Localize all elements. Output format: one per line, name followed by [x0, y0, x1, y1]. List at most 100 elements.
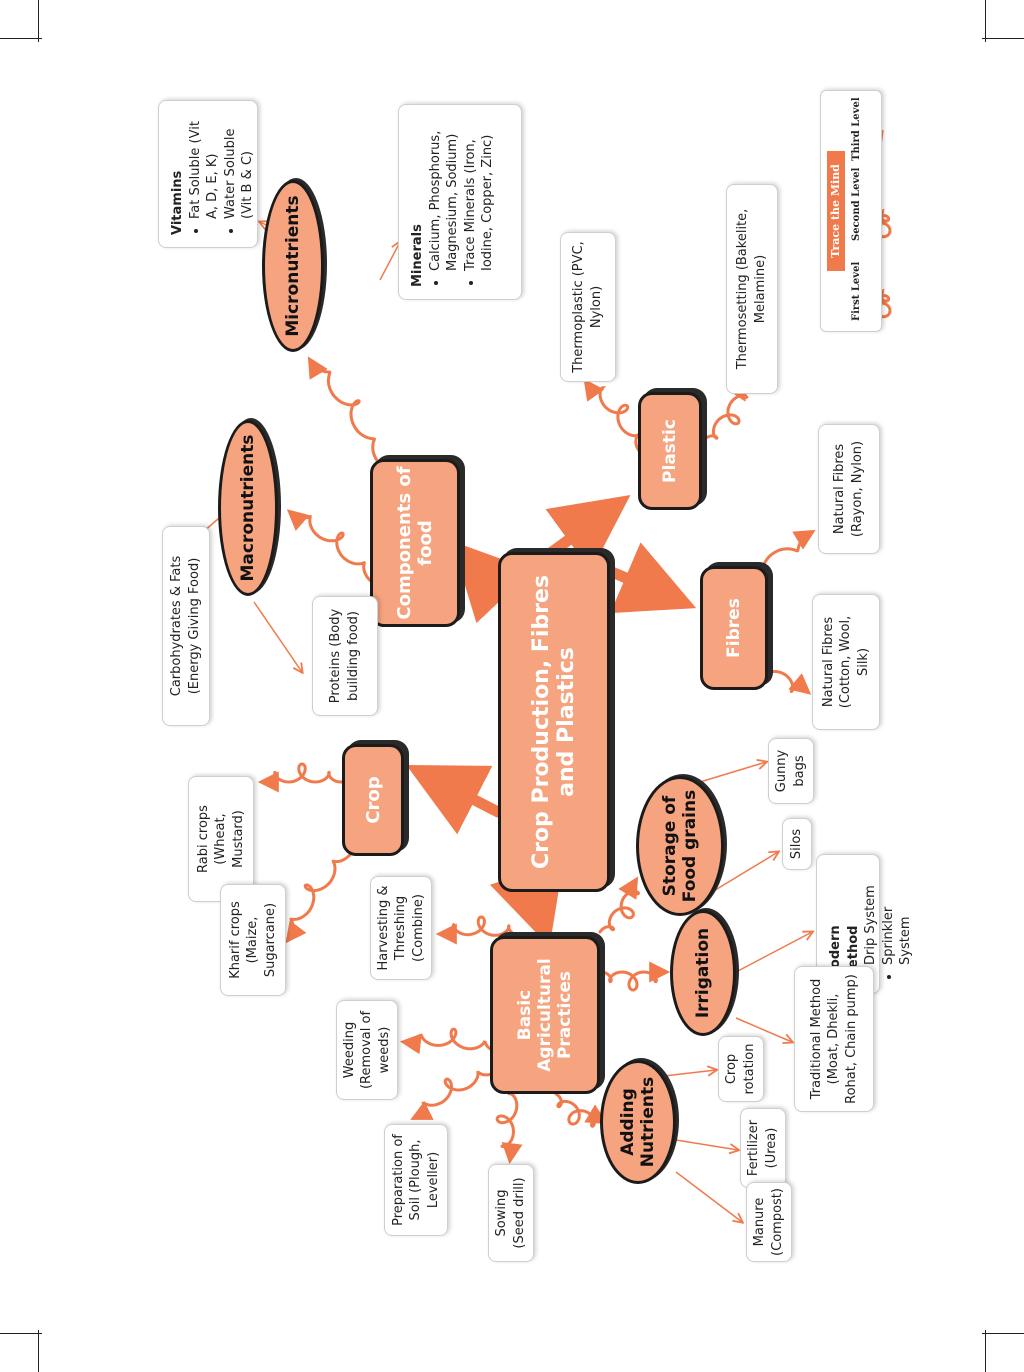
legend-box: Trace the Mind Map First Level Second Le…: [820, 90, 882, 332]
link-irrigation-traditional: [735, 1017, 792, 1042]
crop-node: Crop: [342, 744, 404, 856]
gunny-bags-text: Gunny bags: [774, 749, 807, 793]
vitamins-heading: Vitamins: [170, 170, 185, 235]
silos-box: Silos: [782, 818, 812, 870]
minerals-box: Minerals Calcium, Phosphorus, Magnesium,…: [398, 104, 522, 300]
adding-nutrients-label: Adding Nutrients: [618, 1076, 658, 1168]
link-center-fibres: [606, 542, 697, 614]
modern-method-list: Drip System Sprinkler System: [862, 867, 915, 981]
macronutrients-label: Macronutrients: [238, 434, 258, 582]
thermoplastic-box: Thermoplastic (PVC, Nylon): [560, 232, 616, 382]
link-macro-proteins: [253, 601, 302, 672]
proteins-text: Proteins (Body building food): [328, 608, 361, 704]
storage-node: Storage of Food grains: [636, 776, 724, 916]
sowing-box: Sowing (Seed drill): [488, 1164, 534, 1262]
legend-second-level: Second Level: [851, 168, 862, 241]
modern-method-item: Sprinkler System: [880, 867, 915, 965]
crop-mark-tl-v: [38, 0, 39, 42]
preparation-text: Preparation of Soil (Plough, Leveller): [390, 1134, 441, 1226]
crop-mark-bl-v: [38, 1330, 39, 1372]
micronutrients-label: Micronutrients: [283, 195, 303, 337]
weeding-text: Weeding (Removal of weeds): [341, 1010, 392, 1090]
thermosetting-text: Thermosetting (Bakelite, Melamine): [735, 208, 768, 370]
gunny-bags-box: Gunny bags: [768, 738, 814, 804]
crop-mark-bl-h: [0, 1333, 42, 1334]
manure-box: Manure (Compost): [746, 1182, 792, 1262]
natural-fibres-text: Natural Fibres (Cotton, Wool, Silk): [820, 615, 871, 709]
minerals-item: Calcium, Phosphorus, Magnesium, Sodium): [427, 117, 462, 271]
silos-text: Silos: [789, 828, 805, 860]
plastic-label: Plastic: [660, 419, 680, 483]
legend-first-level: First Level: [851, 262, 862, 321]
legend-second-label: Second Level: [851, 167, 862, 241]
weeding-box: Weeding (Removal of weeds): [336, 1000, 398, 1100]
link-crop-rabi: [257, 762, 344, 793]
link-basic-harvesting: [435, 915, 524, 945]
natural-fibres-box: Natural Fibres (Cotton, Wool, Silk): [812, 594, 880, 730]
center-node: Crop Production, Fibres and Plastics: [498, 552, 610, 892]
plastic-node: Plastic: [638, 392, 702, 510]
macronutrients-node: Macronutrients: [218, 420, 278, 596]
crop-mark-tr-v: [985, 0, 986, 42]
vitamins-item: Water Soluble (Vit B & C): [222, 113, 257, 219]
link-plastic-thermoplastic: [583, 378, 642, 454]
link-components-micronutrients: [307, 356, 380, 464]
storage-label: Storage of Food grains: [660, 789, 700, 903]
vitamins-box: Vitamins Fat Soluble (Vit A, D, E, K) Wa…: [158, 100, 258, 248]
kharif-crops-text: Kharif crops (Maize, Sugarcane): [227, 901, 278, 979]
components-label: Components of food: [394, 466, 436, 620]
crop-mark-tr-h: [982, 38, 1024, 39]
harvesting-box: Harvesting & Threshing (Combine): [370, 876, 432, 980]
link-nutrients-croprotation: [663, 1070, 716, 1077]
link-center-components: [451, 540, 533, 624]
link-center-crop: [406, 764, 504, 835]
link-basic-irrigation: [598, 961, 671, 992]
fertilizer-text: Fertilizer (Urea): [746, 1119, 779, 1177]
crop-rotation-box: Crop rotation: [718, 1036, 764, 1102]
legend-third-level: Third Level: [851, 97, 862, 161]
carbohydrates-text: Carbohydrates & Fats (Energy Giving Food…: [169, 555, 202, 697]
crop-mark-br-v: [985, 1330, 986, 1372]
fibres-label: Fibres: [724, 598, 744, 658]
link-crop-kharif: [285, 850, 354, 944]
basic-practices-node: Basic Agricultural Practices: [490, 936, 600, 1094]
link-center-plastic: [545, 494, 631, 572]
link-nutrients-manure: [675, 1171, 742, 1222]
minerals-item: Trace Minerals (Iron, Iodine, Copper, Zi…: [462, 117, 497, 271]
minerals-list: Calcium, Phosphorus, Magnesium, Sodium) …: [427, 117, 497, 287]
modern-method-item: Drip System: [862, 867, 880, 965]
legend-third-label: Third Level: [851, 97, 862, 161]
crop-mark-tl-h: [0, 38, 42, 39]
link-micro-minerals: [379, 242, 400, 281]
link-basic-storage: [598, 876, 640, 934]
sowing-text: Sowing (Seed drill): [494, 1177, 527, 1249]
manure-text: Manure (Compost): [752, 1188, 785, 1256]
preparation-box: Preparation of Soil (Plough, Leveller): [384, 1124, 448, 1236]
crop-label: Crop: [362, 776, 384, 824]
minerals-heading: Minerals: [410, 224, 425, 287]
irrigation-node: Irrigation: [670, 910, 736, 1036]
harvesting-text: Harvesting & Threshing (Combine): [375, 885, 426, 971]
fibres-node: Fibres: [700, 566, 768, 690]
modern-method-heading: Modern Method: [828, 925, 861, 981]
crop-mark-br-h: [982, 1333, 1024, 1334]
carbohydrates-box: Carbohydrates & Fats (Energy Giving Food…: [162, 526, 210, 726]
vitamins-item: Fat Soluble (Vit A, D, E, K): [187, 113, 222, 219]
fertilizer-box: Fertilizer (Urea): [740, 1108, 786, 1188]
traditional-method-text: Traditional Method (Moat, Dhekli, Rohat,…: [808, 974, 859, 1104]
components-node: Components of food: [370, 459, 460, 627]
thermoplastic-text: Thermoplastic (PVC, Nylon): [571, 241, 604, 373]
natural-fibres-box-2: Natural Fibres (Rayon, Nylon): [818, 424, 880, 554]
legend-title: Trace the Mind Map: [827, 151, 860, 271]
link-irrigation-modern: [735, 932, 812, 973]
link-storage-gunny: [699, 762, 766, 783]
link-nutrients-fertilizer: [675, 1139, 738, 1150]
thermosetting-box: Thermosetting (Bakelite, Melamine): [726, 184, 778, 394]
vitamins-list: Fat Soluble (Vit A, D, E, K) Water Solub…: [187, 113, 257, 235]
rabi-crops-text: Rabi crops (Wheat, Mustard): [195, 805, 246, 873]
proteins-box: Proteins (Body building food): [312, 596, 378, 716]
link-plastic-thermosetting: [700, 378, 749, 444]
link-storage-silos: [711, 852, 778, 893]
